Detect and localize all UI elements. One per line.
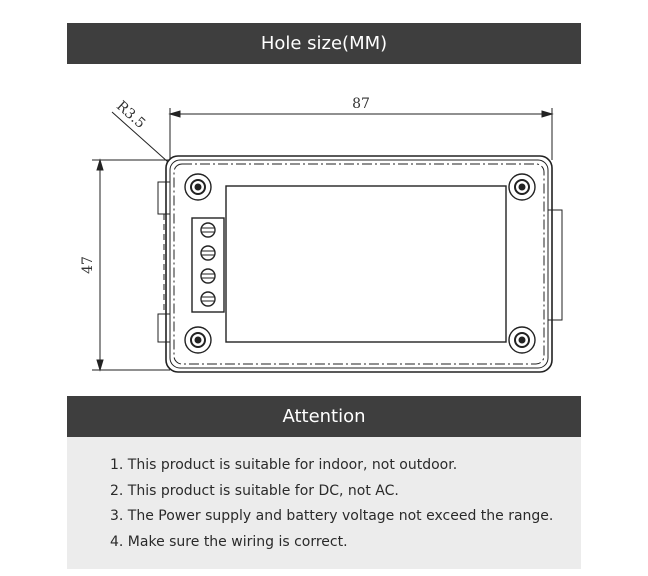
screw-top-left — [184, 173, 212, 201]
width-arrow-right — [541, 110, 554, 118]
attention-item-1: 1. This product is suitable for indoor, … — [110, 457, 458, 473]
hole-size-drawing: 87 47 R3.5 — [80, 96, 563, 373]
height-arrow-top — [96, 158, 104, 171]
radius-label: R3.5 — [113, 98, 148, 132]
terminal-block — [191, 217, 225, 313]
attention-title: Attention — [282, 406, 366, 427]
screw-top-right — [508, 173, 536, 201]
display-window — [225, 185, 507, 343]
terminal-screw-4 — [200, 291, 216, 307]
left-clip-bottom — [157, 313, 171, 343]
attention-header: Attention — [67, 396, 581, 437]
terminal-screw-2 — [200, 245, 216, 261]
dashed-outline — [173, 163, 545, 365]
terminal-screw-1 — [200, 222, 216, 238]
radius-leader-line — [111, 111, 169, 163]
width-dimension-label: 87 — [352, 96, 370, 112]
screw-bottom-right — [508, 326, 536, 354]
screw-bottom-left — [184, 326, 212, 354]
hole-size-title: Hole size(MM) — [260, 33, 388, 54]
width-arrow-left — [168, 110, 181, 118]
attention-item-4: 4. Make sure the wiring is correct. — [110, 533, 348, 550]
height-arrow-bottom — [96, 359, 104, 372]
left-clip-top — [157, 181, 171, 215]
hole-size-header: Hole size(MM) — [67, 23, 581, 64]
attention-item-2: 2. This product is suitable for DC, not … — [110, 482, 399, 499]
attention-item-3: 3. The Power supply and battery voltage … — [110, 508, 554, 524]
attention-list: 1. This product is suitable for indoor, … — [67, 437, 581, 555]
right-tab — [547, 209, 563, 321]
attention-panel: 1. This product is suitable for indoor, … — [67, 437, 581, 569]
terminal-screw-3 — [200, 268, 216, 284]
height-dimension-label: 47 — [80, 256, 96, 274]
